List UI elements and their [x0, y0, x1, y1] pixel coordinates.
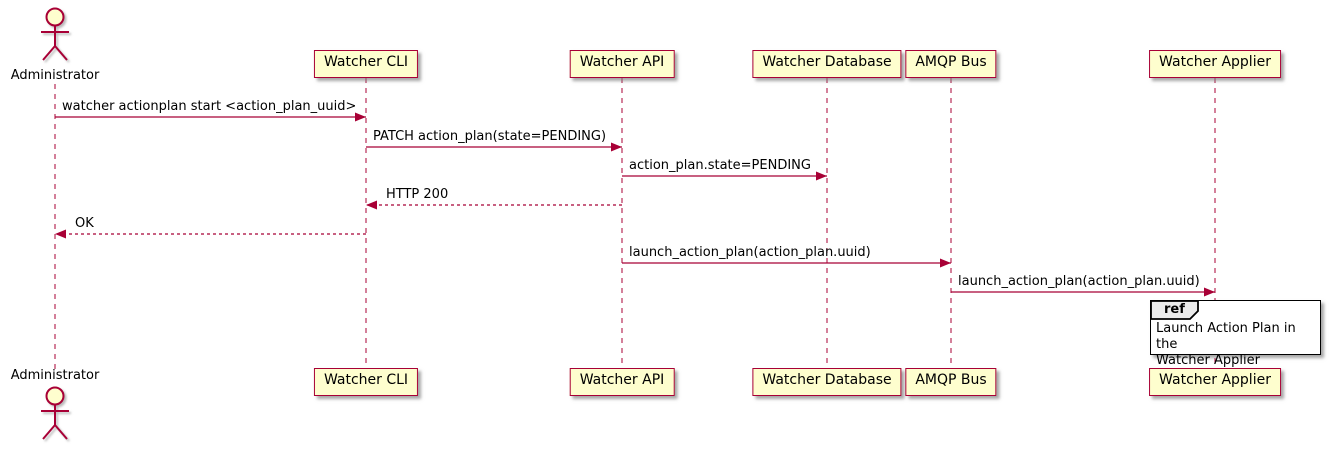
actor-figure-top-administrator-part: [42, 45, 56, 61]
ref-header-pentagon: [1150, 300, 1199, 320]
actor-label-top-administrator: Administrator: [10, 68, 100, 83]
message-label: launch_action_plan(action_plan.uuid): [629, 245, 871, 260]
message-arrowhead: [355, 112, 366, 122]
message-label: HTTP 200: [386, 187, 449, 202]
message-label: action_plan.state=PENDING: [629, 158, 811, 173]
message-arrowhead: [55, 229, 66, 239]
message-arrowhead: [1204, 287, 1215, 297]
actor-figure-bottom-administrator: [41, 386, 69, 440]
ref-text-line: Launch Action Plan in the: [1156, 321, 1296, 352]
actor-figure-top-administrator-part: [54, 45, 68, 61]
actor-label-bottom-administrator: Administrator: [10, 368, 100, 383]
participant-box-top-watcher_database: Watcher Database: [752, 50, 902, 78]
message-arrowhead: [366, 200, 377, 210]
participant-box-top-watcher_api: Watcher API: [569, 50, 675, 78]
actor-figure-top-administrator-part: [45, 7, 65, 27]
actor-figure-bottom-administrator-part: [45, 386, 65, 406]
message-label: OK: [75, 216, 94, 231]
participant-box-bottom-watcher_applier: Watcher Applier: [1149, 368, 1281, 396]
participant-box-top-amqp_bus: AMQP Bus: [905, 50, 997, 78]
ref-keyword: ref: [1164, 302, 1185, 317]
message-arrowhead: [611, 142, 622, 152]
participant-box-bottom-watcher_cli: Watcher CLI: [313, 368, 419, 396]
message-label: watcher actionplan start <action_plan_uu…: [62, 99, 357, 114]
ref-text-line: Watcher Applier: [1156, 353, 1260, 368]
participant-box-top-watcher_applier: Watcher Applier: [1149, 50, 1281, 78]
participant-box-bottom-watcher_api: Watcher API: [569, 368, 675, 396]
actor-figure-bottom-administrator-part: [42, 424, 56, 440]
actor-figure-bottom-administrator-part: [54, 424, 68, 440]
message-arrowhead: [816, 171, 827, 181]
message-label: PATCH action_plan(state=PENDING): [373, 129, 607, 144]
participant-box-bottom-amqp_bus: AMQP Bus: [905, 368, 997, 396]
participant-box-top-watcher_cli: Watcher CLI: [313, 50, 419, 78]
ref-header-shape: [1150, 300, 1199, 320]
participant-box-bottom-watcher_database: Watcher Database: [752, 368, 902, 396]
actor-figure-top-administrator: [41, 7, 69, 61]
message-label: launch_action_plan(action_plan.uuid): [958, 274, 1200, 289]
message-arrowhead: [940, 258, 951, 268]
